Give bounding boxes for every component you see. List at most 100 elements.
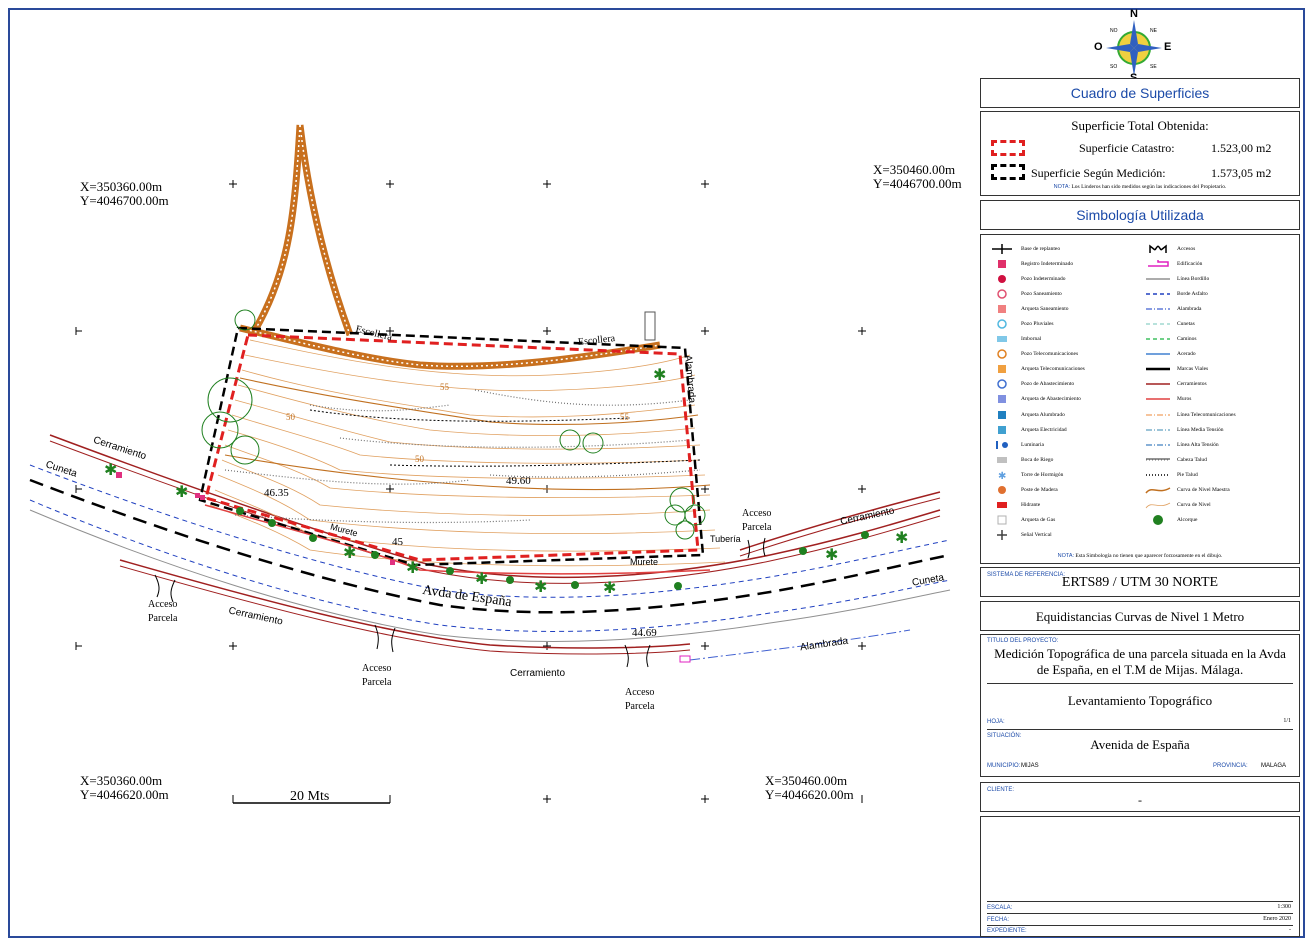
legend-item: Registro Indeterminado <box>987 256 1137 271</box>
label-tuberia: Tubería <box>710 534 741 544</box>
svg-text:✱: ✱ <box>825 547 838 564</box>
trees <box>201 309 706 540</box>
superficies-title: Cuadro de Superficies <box>1070 85 1210 101</box>
legend-item: Pozo Pluviales <box>987 316 1137 331</box>
legend-label: Pie Talud <box>1177 471 1198 478</box>
legend-item: ✱Torre de Hormigón <box>987 467 1137 482</box>
square-icon <box>987 394 1017 404</box>
legend-item: Señal Vertical <box>987 528 1137 543</box>
simbologia-title: Simbología Utilizada <box>1076 207 1204 223</box>
superficies-nota-label: NOTA: <box>1053 184 1071 190</box>
legend-label: Caminos <box>1177 336 1197 343</box>
medicion-swatch <box>991 164 1025 180</box>
simbologia-nota: NOTA: Esta Simbología no tienen que apar… <box>981 553 1299 559</box>
svg-text:✱: ✱ <box>343 545 356 562</box>
grid-crosses <box>75 180 866 803</box>
legend-item: Arqueta Saneamiento <box>987 301 1137 316</box>
square-icon <box>987 410 1017 420</box>
talud-lines <box>224 389 701 524</box>
catastro-swatch <box>991 140 1025 156</box>
dash-icon <box>1143 319 1173 329</box>
legend-label: Línea Bordillo <box>1177 275 1210 282</box>
legend-item: Curva de Nivel Maestra <box>1143 483 1293 498</box>
legend-label: Cunetas <box>1177 321 1195 328</box>
compass-ne: NE <box>1150 28 1157 34</box>
compass-e: E <box>1164 41 1172 53</box>
curve-thin-icon <box>1143 500 1173 510</box>
legend-item: Alambrada <box>1143 301 1293 316</box>
legend-item: Arqueta Electricidad <box>987 422 1137 437</box>
dashdot-icon <box>1143 410 1173 420</box>
legend-item: Alcorque <box>1143 513 1293 528</box>
legend-label: Curva de Nivel Maestra <box>1177 487 1230 494</box>
proyecto-title-2: de España, en el T.M de Mijas. Málaga. <box>1036 662 1244 677</box>
legend-item: Pozo de Abastecimiento <box>987 377 1137 392</box>
legend-label: Accesos <box>1177 245 1196 252</box>
svg-text:✱: ✱ <box>406 560 419 577</box>
legend-item: Línea Media Tensión <box>1143 422 1293 437</box>
label-acceso-1: Acceso Parcela <box>148 599 178 624</box>
legend-item: Línea Bordillo <box>1143 271 1293 286</box>
legend-item: Cabeza Talud <box>1143 452 1293 467</box>
legend-item: Muros <box>1143 392 1293 407</box>
compass-o: O <box>1094 41 1103 53</box>
svg-text:✱: ✱ <box>895 530 908 547</box>
legend-item: Curva de Nivel <box>1143 498 1293 513</box>
referencia-value: ERTS89 / UTM 30 NORTE <box>1061 575 1219 590</box>
label-murete-2: Murete <box>630 557 659 567</box>
legend-item: Pozo Telecomunicaciones <box>987 347 1137 362</box>
equidistancias-box: Equidistancias Curvas de Nivel 1 Metro <box>980 601 1300 631</box>
map-frame <box>8 8 1305 938</box>
legend-label: Pozo Telecomunicaciones <box>1021 351 1079 358</box>
legend-label: Curva de Nivel <box>1177 502 1211 509</box>
proyecto-box: TITULO DEL PROYECTO: Medición Topográfic… <box>980 634 1300 777</box>
compass-n: N <box>1130 8 1138 20</box>
murete-line <box>204 504 711 575</box>
proyecto-divider-1 <box>987 683 1293 684</box>
accesos-icon <box>1143 243 1173 254</box>
legend-label: Arqueta de Gas <box>1021 517 1056 524</box>
road-lines <box>29 434 951 661</box>
datos-divider-3 <box>987 925 1293 926</box>
legend-item: Arqueta de Abastecimiento <box>987 392 1137 407</box>
dashdot-icon <box>1143 304 1173 314</box>
cliente-value: - <box>1138 793 1142 807</box>
legend-label: Imbornal <box>1021 336 1042 343</box>
superficies-nota-text: Los Linderos han sido medidos según las … <box>1071 184 1227 190</box>
legend-item: Edificación <box>1143 256 1293 271</box>
circle-outline-icon <box>987 349 1017 359</box>
municipio-label: MUNICIPIO: <box>987 763 1021 769</box>
contour-label-50b: 50 <box>415 454 424 464</box>
legend-item: Borde Asfalto <box>1143 286 1293 301</box>
square-icon <box>987 259 1017 269</box>
legend-label: Edificación <box>1177 260 1203 267</box>
alcorques: ✱✱ ✱✱✱ ✱✱✱ ✱✱ <box>104 367 908 597</box>
legend-label: Borde Asfalto <box>1177 290 1208 297</box>
thick-icon <box>1143 364 1173 374</box>
contour-label-55a: 55 <box>440 382 449 392</box>
legend-label: Muros <box>1177 396 1192 403</box>
expediente-value: - <box>1289 927 1291 933</box>
dash-icon <box>1143 289 1173 299</box>
scale-bar-label: 20 Mts <box>290 789 330 804</box>
svg-text:✱: ✱ <box>998 471 1006 480</box>
map-canvas: ✱✱ ✱✱✱ ✱✱✱ ✱✱ <box>29 124 951 804</box>
legend-item: Cunetas <box>1143 316 1293 331</box>
legend-label: Cerramientos <box>1177 381 1207 388</box>
square-icon <box>987 364 1017 374</box>
superficies-nota: NOTA: Los Linderos han sido medidos segú… <box>981 184 1299 190</box>
legend-label: Base de replanteo <box>1021 245 1061 252</box>
escollera <box>239 124 661 370</box>
luminaria-icon <box>987 440 1017 450</box>
legend-item: Arqueta Alumbrado <box>987 407 1137 422</box>
square-outline-icon <box>987 515 1017 525</box>
compass-so: SO <box>1110 64 1118 70</box>
simbologia-nota-label: NOTA: <box>1057 553 1075 559</box>
legend-label: Alcorque <box>1177 517 1198 524</box>
fecha-value: Enero 2020 <box>1263 916 1291 922</box>
compass-no: NO <box>1110 28 1118 34</box>
edificacion-icon <box>1143 259 1173 269</box>
legend-item: Acerado <box>1143 347 1293 362</box>
spot-46-35: 46.35 <box>264 487 289 499</box>
legend-label: Arqueta de Abastecimiento <box>1021 396 1081 403</box>
